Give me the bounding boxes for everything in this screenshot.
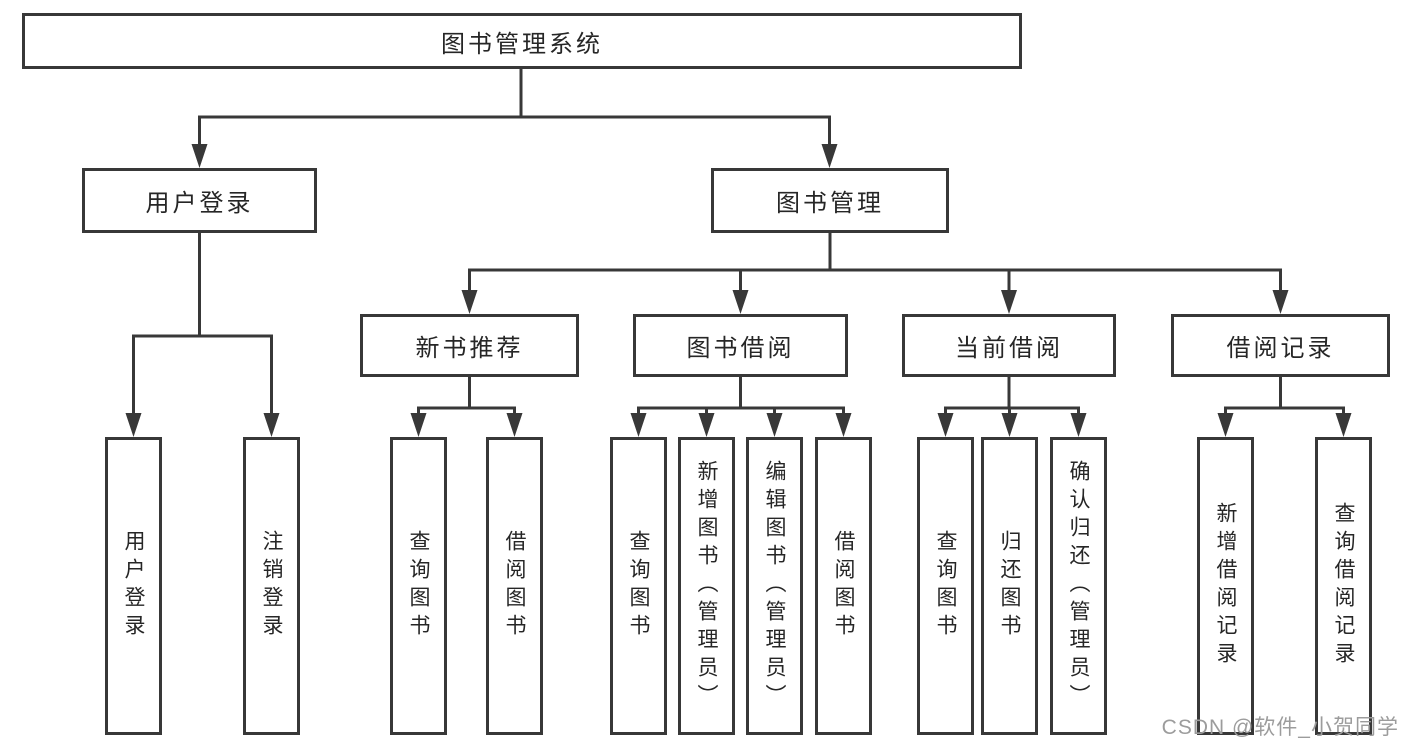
leaf-return-book: 归还图书: [981, 437, 1038, 735]
leaf-borrow-book-2-label: 借阅图书: [832, 530, 855, 642]
arrowheads: [125, 144, 1352, 437]
leaf-borrow-book-1-label: 借阅图书: [503, 530, 526, 642]
leaf-logout: 注销登录: [243, 437, 300, 735]
leaf-confirm-return-admin-label: 确认归还（管理员）: [1067, 460, 1090, 712]
node-book-borrow-label: 图书借阅: [686, 335, 795, 362]
leaf-query-book-2-label: 查询图书: [627, 530, 650, 642]
leaf-add-borrow-record-label: 新增借阅记录: [1214, 502, 1237, 670]
leaf-query-book-3: 查询图书: [917, 437, 974, 735]
leaf-add-book-admin: 新增图书（管理员）: [678, 437, 735, 735]
node-current-borrow-label: 当前借阅: [955, 335, 1063, 362]
leaf-query-book-3-label: 查询图书: [934, 530, 957, 642]
node-root: 图书管理系统: [22, 13, 1022, 69]
leaf-user-login: 用户登录: [105, 437, 162, 735]
leaf-logout-label: 注销登录: [260, 530, 283, 642]
leaf-query-borrow-record-label: 查询借阅记录: [1332, 502, 1355, 670]
node-user-login: 用户登录: [82, 168, 317, 233]
leaf-user-login-label: 用户登录: [122, 530, 145, 642]
leaf-borrow-book-1: 借阅图书: [486, 437, 543, 735]
node-book-management: 图书管理: [711, 168, 949, 233]
node-book-borrow: 图书借阅: [633, 314, 848, 377]
leaf-return-book-label: 归还图书: [998, 530, 1021, 642]
node-user-login-label: 用户登录: [145, 190, 254, 217]
node-new-book-recommend: 新书推荐: [360, 314, 579, 377]
node-book-management-label: 图书管理: [776, 190, 884, 217]
connector-lines: [132, 67, 1345, 417]
leaf-query-book-1: 查询图书: [390, 437, 447, 735]
node-new-book-recommend-label: 新书推荐: [415, 335, 524, 362]
leaf-query-borrow-record: 查询借阅记录: [1315, 437, 1372, 735]
leaf-edit-book-admin: 编辑图书（管理员）: [746, 437, 803, 735]
leaf-add-borrow-record: 新增借阅记录: [1197, 437, 1254, 735]
leaf-query-book-1-label: 查询图书: [407, 530, 430, 642]
leaf-borrow-book-2: 借阅图书: [815, 437, 872, 735]
leaf-confirm-return-admin: 确认归还（管理员）: [1050, 437, 1107, 735]
node-borrow-record: 借阅记录: [1171, 314, 1390, 377]
node-current-borrow: 当前借阅: [902, 314, 1116, 377]
node-root-label: 图书管理系统: [441, 30, 603, 58]
leaf-query-book-2: 查询图书: [610, 437, 667, 735]
csdn-watermark: CSDN @软件_小贺同学: [1161, 716, 1399, 739]
leaf-edit-book-admin-label: 编辑图书（管理员）: [763, 460, 786, 712]
node-borrow-record-label: 借阅记录: [1226, 335, 1335, 362]
leaf-add-book-admin-label: 新增图书（管理员）: [695, 460, 718, 712]
